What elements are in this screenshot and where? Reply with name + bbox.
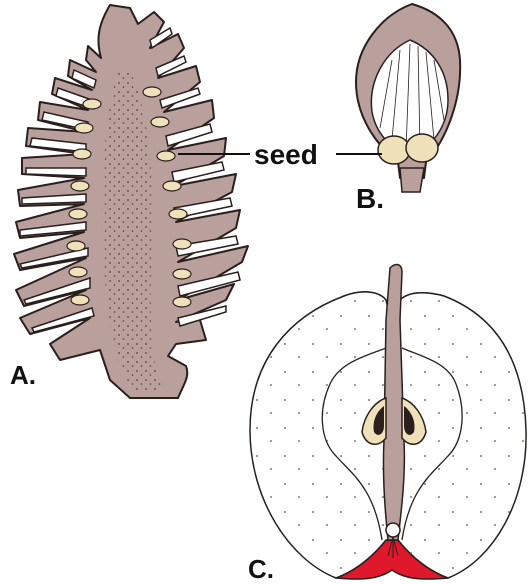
label-b: B. xyxy=(356,183,384,214)
label-c: C. xyxy=(248,554,274,584)
pine-cone-cross-section xyxy=(14,5,248,398)
scale-stalk xyxy=(400,168,424,192)
apple-cross-section xyxy=(250,265,526,580)
cone-scale-detail xyxy=(356,4,460,192)
scale-seed-right xyxy=(406,134,438,162)
apple-calyx xyxy=(386,523,400,537)
scale-seed-left xyxy=(378,136,410,164)
seed-label: seed xyxy=(254,139,318,170)
label-a: A. xyxy=(10,360,36,390)
